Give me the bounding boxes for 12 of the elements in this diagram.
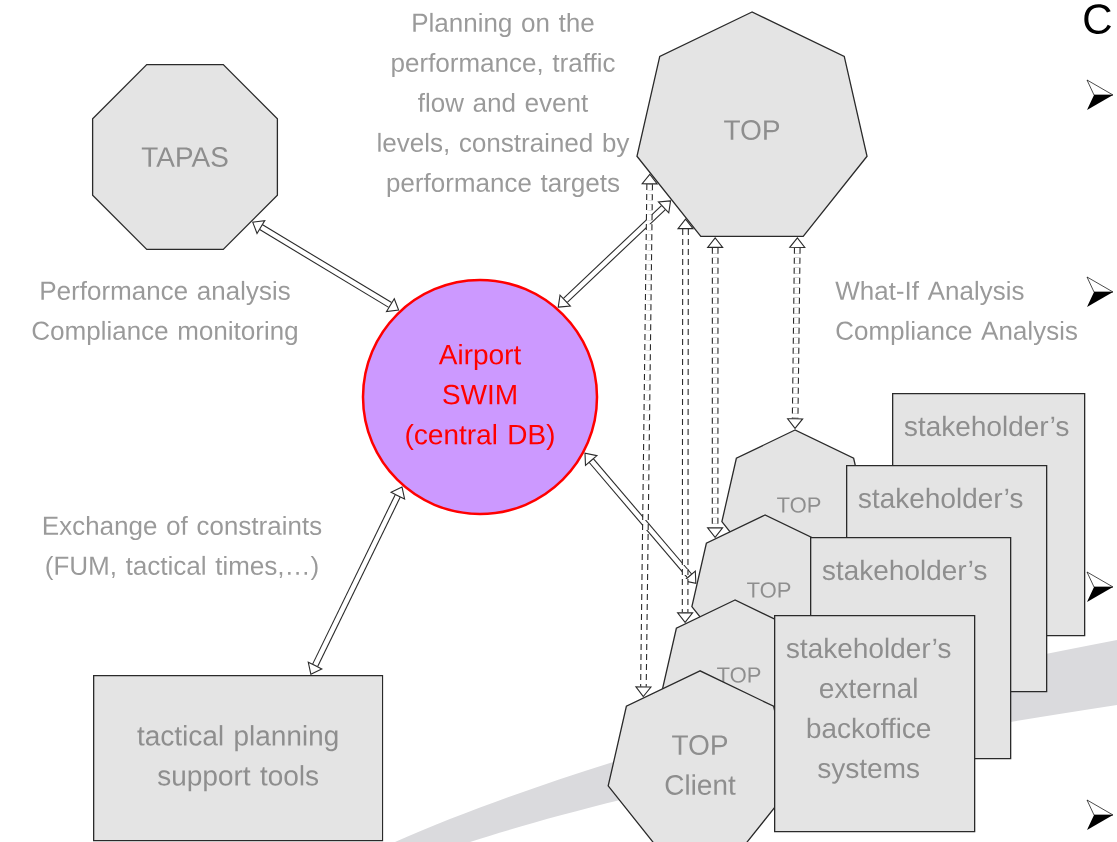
heptagon-node: TOP — [636, 11, 868, 237]
arrow — [307, 486, 406, 675]
process-box: tactical planning support tools — [93, 675, 384, 842]
edge-label: Performance analysis Compliance monitoring — [32, 280, 297, 346]
edge-label: Planning on the performance, traffic flow and event levels, constrained by performance targets — [378, 12, 630, 198]
arrow — [584, 452, 697, 584]
system-box: stakeholder’s external backoffice systems — [774, 615, 976, 833]
octagon-node: TAPAS — [91, 63, 279, 251]
heading-text: C — [1084, 4, 1111, 34]
edge-label: What-If Analysis Compliance Analysis — [835, 280, 1077, 346]
edge-label: Exchange of constraints (FUM, tactical times,…) — [43, 515, 322, 581]
arrow — [557, 200, 672, 308]
